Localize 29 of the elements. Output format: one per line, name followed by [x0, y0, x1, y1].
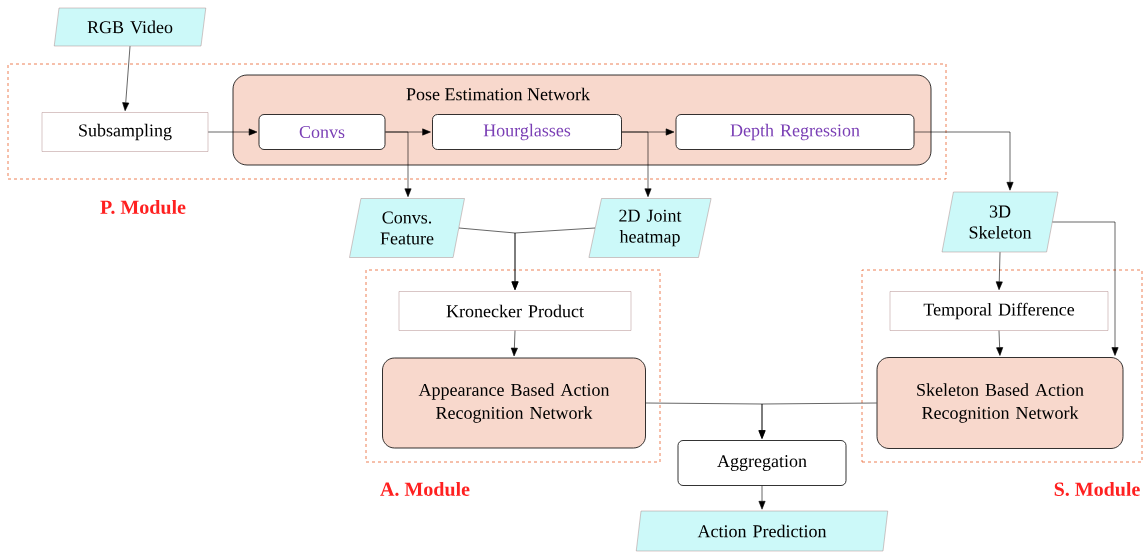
network-box: Skeleton Based Action Recognition Network: [876, 357, 1124, 449]
arrow: [510, 330, 518, 357]
arrow: [995, 251, 1003, 290]
arrow: [758, 485, 766, 510]
arrow: [1052, 221, 1119, 356]
node-label: P. Module: [100, 199, 186, 215]
output-parallelogram: Action Prediction: [636, 510, 888, 552]
arrow: [207, 128, 258, 136]
arrow: [914, 131, 1014, 191]
layer-box: Depth Regression: [675, 114, 915, 150]
process-box: Temporal Difference: [889, 291, 1109, 331]
process-box: Kronecker Product: [398, 291, 632, 331]
data-parallelogram: 2D Joint heatmap: [588, 198, 712, 258]
arrow: [511, 227, 596, 290]
arrow: [758, 402, 877, 439]
arrow: [385, 131, 412, 197]
layer-box: Hourglasses: [432, 114, 622, 150]
data-parallelogram: 3D Skeleton: [941, 191, 1059, 253]
process-box: Aggregation: [677, 440, 847, 486]
arrow: [122, 45, 131, 111]
network-box: Appearance Based Action Recognition Network: [382, 357, 646, 449]
input-parallelogram: RGB Video: [54, 7, 206, 47]
arrow: [996, 330, 1004, 356]
process-box: Subsampling: [41, 112, 209, 152]
arrow: [621, 131, 652, 197]
node-label: S. Module: [1054, 481, 1140, 497]
node-label: A. Module: [380, 481, 470, 497]
layer-box: Convs: [258, 114, 386, 150]
data-parallelogram: Convs. Feature: [349, 198, 465, 258]
